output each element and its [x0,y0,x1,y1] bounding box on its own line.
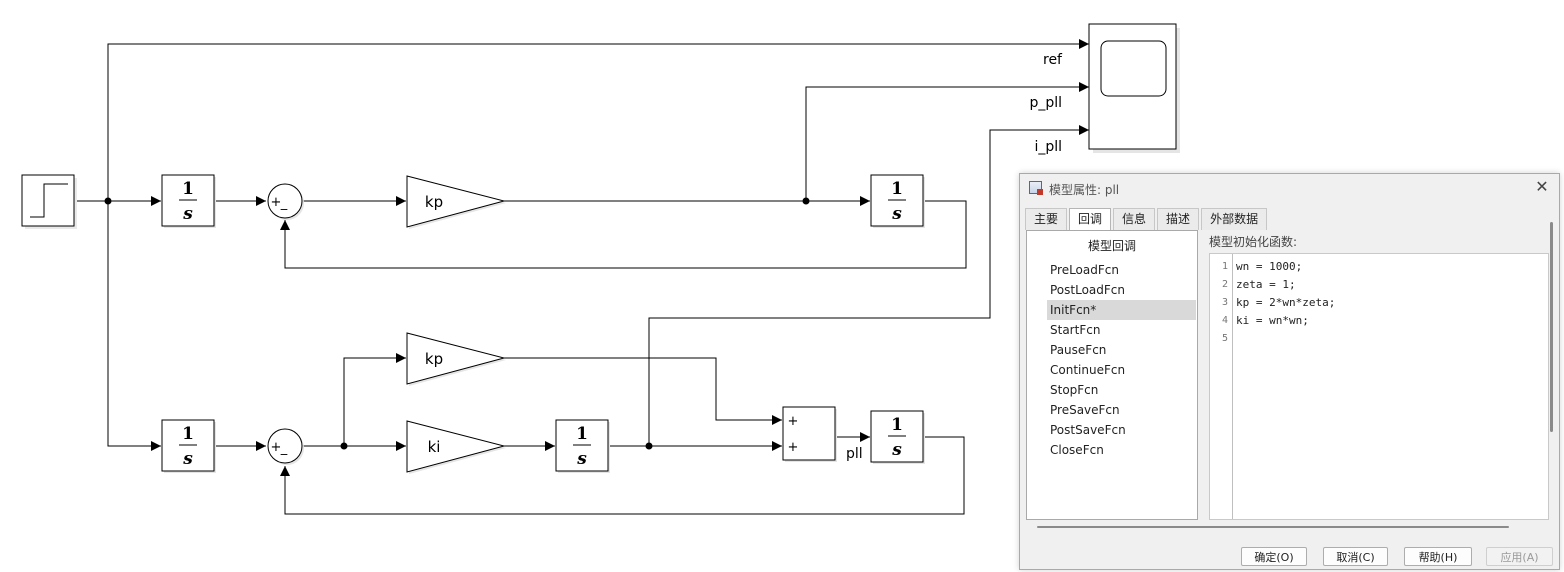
integrator-num: 1 [182,424,194,444]
signal-lines [75,39,1089,515]
integrator-num: 1 [182,179,194,199]
scope-block[interactable] [1088,23,1180,153]
step-block[interactable] [21,174,77,229]
signal-label-p-pll[interactable]: p_pll [1029,95,1062,111]
integrator-bottom-1[interactable]: 1 s [161,419,216,473]
close-icon[interactable]: ✕ [1535,177,1549,196]
sum-minus-sign: _ [280,441,288,456]
sum-plus-sign: + [271,195,282,210]
gain-label: kp [425,350,443,368]
callback-item-pausefcn[interactable]: PauseFcn [1050,343,1107,357]
integrator-num: 1 [891,415,903,435]
code-lines[interactable]: wn = 1000; zeta = 1; kp = 2*wn*zeta; ki … [1236,258,1335,348]
integrator-den: s [182,449,193,469]
add-input-1-sign: + [788,414,799,429]
callback-item-postloadfcn[interactable]: PostLoadFcn [1050,283,1125,297]
tab-bar: 主要 回调 信息 描述 外部数据 [1025,208,1269,230]
integrator-bottom-3[interactable]: 1 s [870,410,925,464]
branch-point [802,197,810,205]
gain-kp-top[interactable]: kp [406,175,506,229]
integrator-num: 1 [891,179,903,199]
sum-block-bottom[interactable]: + _ [267,428,304,465]
integrator-den: s [891,204,902,224]
cancel-button[interactable]: 取消(C) [1323,547,1388,566]
callback-item-stopfcn[interactable]: StopFcn [1050,383,1099,397]
callback-item-initfcn[interactable]: InitFcn* [1047,300,1196,320]
line-number: 2 [1221,279,1228,290]
code-line[interactable] [1236,330,1335,348]
integrator-bottom-2[interactable]: 1 s [555,419,610,473]
integrator-den: s [576,449,587,469]
signal-label-i-pll[interactable]: i_pll [1034,139,1062,155]
line-p-pll[interactable] [805,82,1089,201]
line-number-gutter: 1 2 3 4 5 [1210,254,1233,519]
dialog-title: 模型属性: pll [1049,183,1120,197]
branch-point [340,442,348,450]
callback-item-preloadfcn[interactable]: PreLoadFcn [1050,263,1119,277]
integrator-num: 1 [576,424,588,444]
callback-item-postsavefcn[interactable]: PostSaveFcn [1050,423,1126,437]
code-line[interactable]: zeta = 1; [1236,278,1296,291]
gain-label: ki [428,438,441,456]
horizontal-scrollbar[interactable] [1037,526,1509,528]
signal-label-ref[interactable]: ref [1043,52,1063,68]
help-button[interactable]: 帮助(H) [1404,547,1472,566]
code-line[interactable]: kp = 2*wn*zeta; [1236,296,1336,309]
tab-callbacks[interactable]: 回调 [1069,208,1112,230]
line-kp-bot-add[interactable] [504,357,782,425]
callback-item-startfcn[interactable]: StartFcn [1050,323,1101,337]
integrator-den: s [891,440,902,460]
line-number: 5 [1221,333,1228,344]
tab-external-data[interactable]: 外部数据 [1201,208,1268,230]
model-properties-dialog: 模型属性: pll ✕ 主要 回调 信息 描述 外部数据 模型回调 PreLoa… [1019,173,1560,570]
callback-list: 模型回调 PreLoadFcn PostLoadFcn InitFcn* Sta… [1026,230,1198,520]
line-bot-feedback[interactable] [280,436,965,515]
line-to-int-bot1[interactable] [107,201,161,451]
gain-ki[interactable]: ki [406,420,506,474]
line-number: 4 [1221,315,1228,326]
branch-points [104,197,810,450]
integrator-top-1[interactable]: 1 s [161,174,216,228]
callback-items: PreLoadFcn PostLoadFcn InitFcn* StartFcn… [1027,260,1197,460]
callback-item-presavefcn[interactable]: PreSaveFcn [1050,403,1120,417]
branch-point [104,197,112,205]
sum-block-top[interactable]: + _ [267,183,304,220]
apply-button[interactable]: 应用(A) [1486,547,1553,566]
gain-label: kp [425,193,443,211]
add-input-2-sign: + [788,440,799,455]
sum-minus-sign: _ [280,196,288,211]
dialog-titlebar[interactable]: 模型属性: pll ✕ [1020,174,1559,202]
signal-label-pll[interactable]: pll [846,446,863,462]
line-number: 1 [1221,261,1228,272]
code-editor[interactable]: 1 2 3 4 5 wn = 1000; zeta = 1; kp = 2*wn… [1209,253,1549,520]
callback-list-header: 模型回调 [1087,239,1136,253]
model-icon [1029,181,1043,195]
scope-screen-icon [1100,40,1167,97]
line-ref[interactable] [107,39,1089,201]
sum-plus-sign: + [271,440,282,455]
line-top-feedback[interactable] [280,200,967,269]
gain-kp-bottom[interactable]: kp [406,332,506,386]
step-icon [30,183,68,218]
code-line[interactable]: ki = wn*wn; [1236,314,1309,327]
branch-point [645,442,653,450]
tab-description[interactable]: 描述 [1157,208,1200,230]
tab-info[interactable]: 信息 [1113,208,1156,230]
integrator-top-2[interactable]: 1 s [870,174,925,228]
tab-main[interactable]: 主要 [1025,208,1068,230]
line-to-kp-bot[interactable] [343,353,406,446]
code-line[interactable]: wn = 1000; [1236,260,1303,273]
line-number: 3 [1221,297,1228,308]
add-block[interactable]: + + [782,406,837,462]
ok-button[interactable]: 确定(O) [1241,547,1307,566]
integrator-den: s [182,204,193,224]
vertical-scrollbar[interactable] [1550,222,1553,432]
editor-label: 模型初始化函数: [1209,235,1298,249]
callback-item-closefcn[interactable]: CloseFcn [1050,443,1104,457]
line-i-pll[interactable] [648,125,1089,446]
callback-item-continuefcn[interactable]: ContinueFcn [1050,363,1126,377]
